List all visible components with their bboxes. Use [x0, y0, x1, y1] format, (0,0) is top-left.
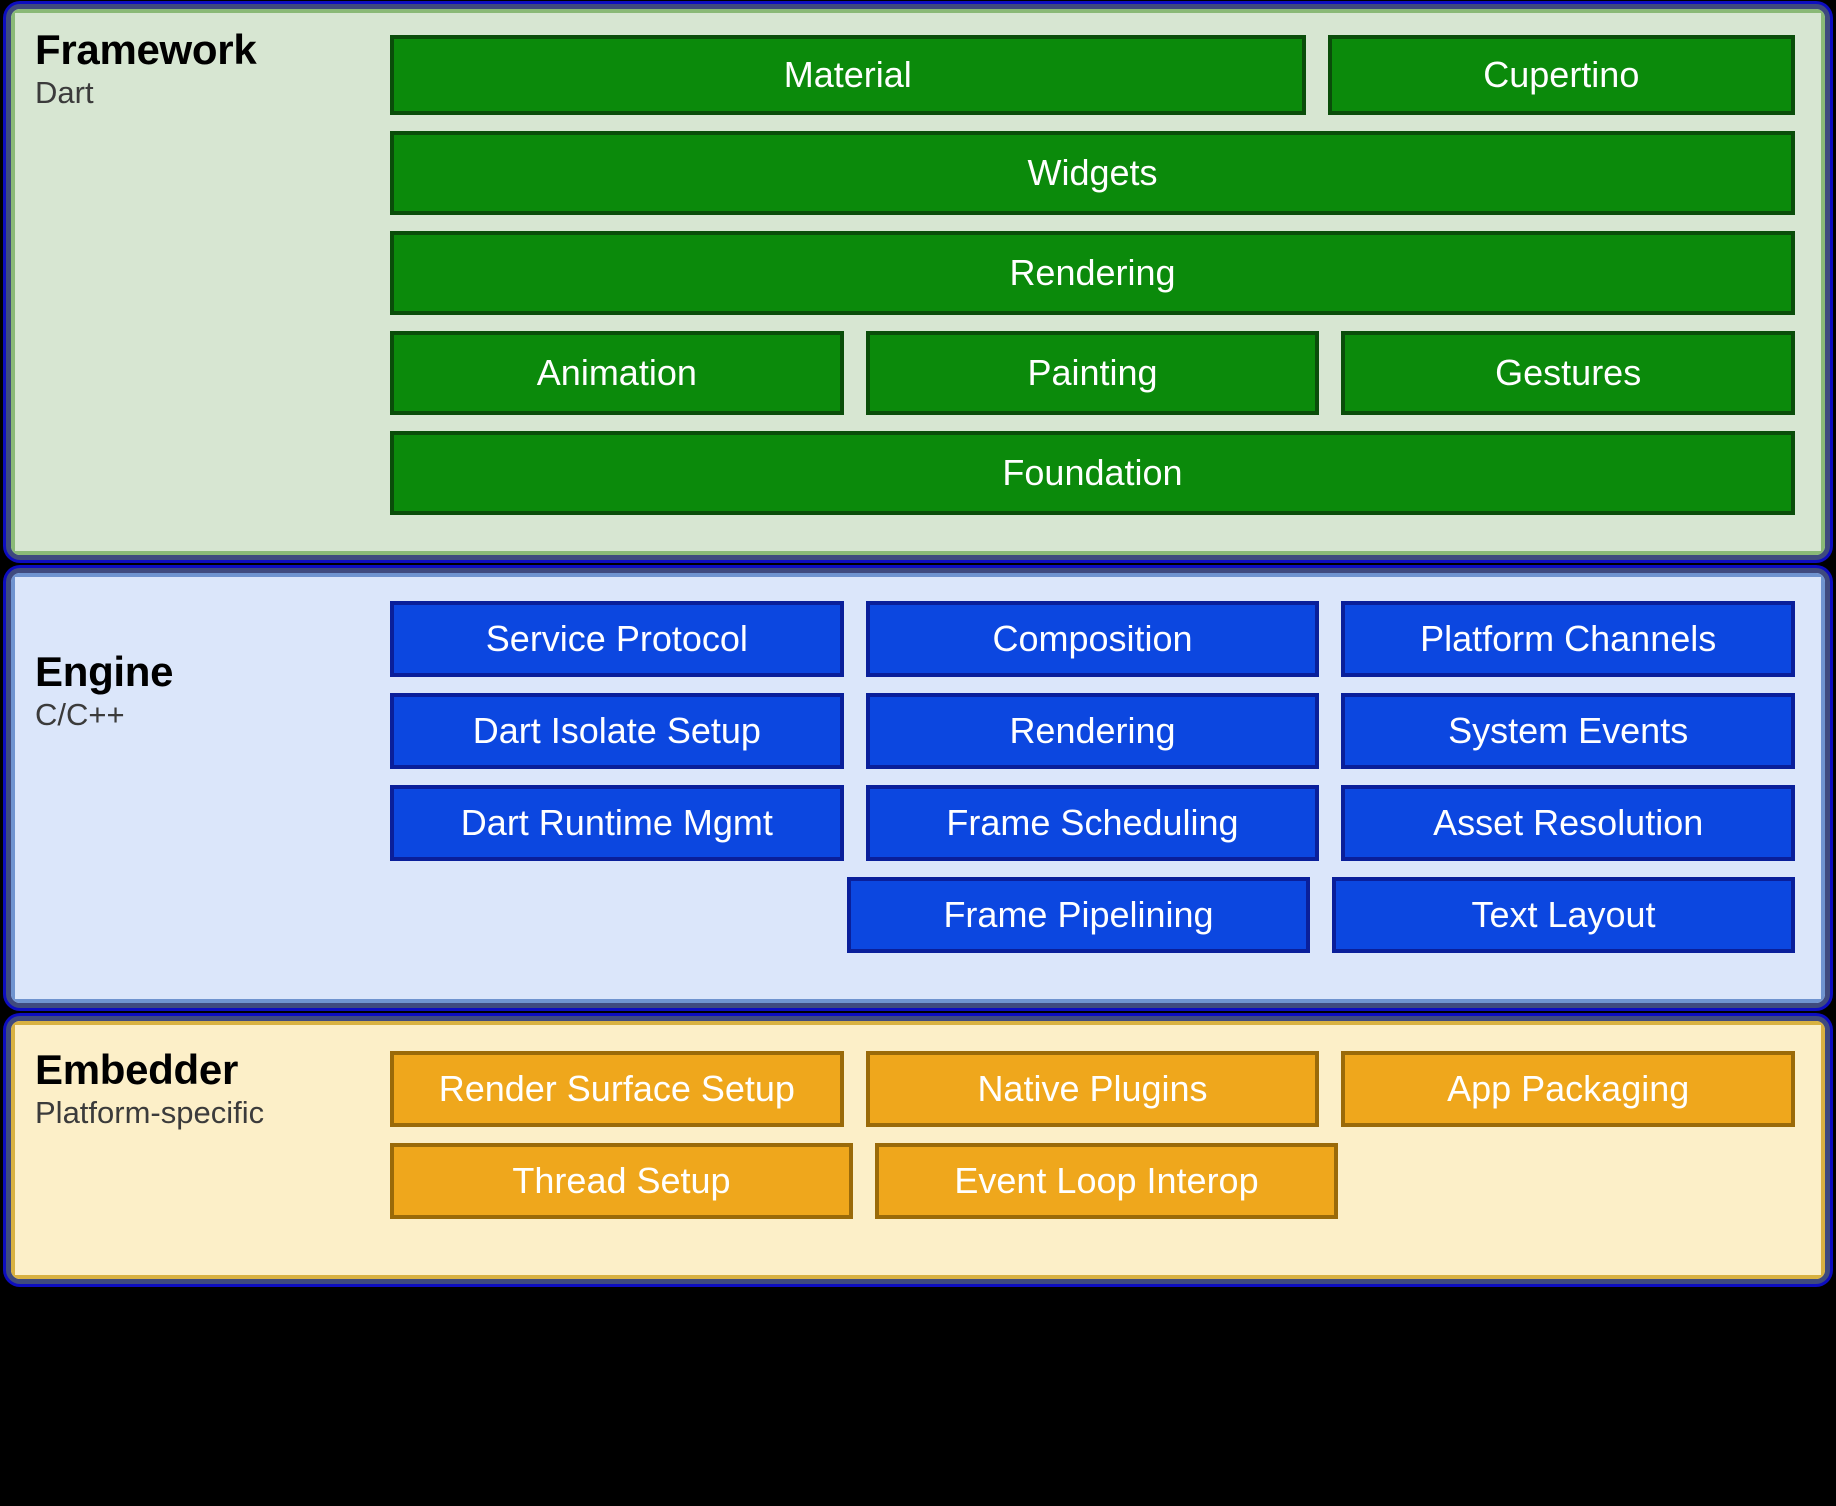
box-painting[interactable]: Painting	[865, 331, 1320, 415]
box-rendering-framework[interactable]: Rendering	[390, 231, 1795, 315]
box-composition[interactable]: Composition	[865, 601, 1320, 677]
embedder-row-2: Thread Setup Event Loop Interop	[390, 1143, 1795, 1219]
layer-panel-embedder: Embedder Platform-specific Render Surfac…	[6, 1016, 1830, 1284]
box-event-loop-interop[interactable]: Event Loop Interop	[875, 1143, 1338, 1219]
engine-row-3: Dart Runtime Mgmt Frame Scheduling Asset…	[390, 785, 1796, 861]
box-service-protocol[interactable]: Service Protocol	[390, 601, 844, 677]
box-render-surface-setup[interactable]: Render Surface Setup	[390, 1051, 844, 1127]
layer-subtitle-engine: C/C++	[35, 696, 125, 732]
box-thread-setup[interactable]: Thread Setup	[390, 1143, 853, 1219]
layer-body-embedder: Render Surface Setup Native Plugins App …	[390, 1025, 1821, 1275]
box-system-events[interactable]: System Events	[1341, 693, 1796, 769]
box-text-layout[interactable]: Text Layout	[1332, 877, 1795, 953]
box-dart-runtime-mgmt[interactable]: Dart Runtime Mgmt	[390, 785, 844, 861]
layer-header-framework: Framework Dart	[15, 13, 390, 551]
framework-row-5: Foundation	[390, 431, 1795, 515]
engine-row-4-spacer	[390, 877, 825, 953]
box-widgets[interactable]: Widgets	[390, 131, 1795, 215]
layer-panel-framework: Framework Dart Material Cupertino Widget…	[6, 4, 1830, 560]
engine-row-1: Service Protocol Composition Platform Ch…	[390, 601, 1796, 677]
layer-body-framework: Material Cupertino Widgets Rendering Ani…	[390, 13, 1821, 551]
framework-row-2: Widgets	[390, 131, 1795, 215]
layer-header-engine: Engine C/C++	[15, 577, 390, 999]
embedder-row-2-spacer	[1360, 1143, 1795, 1219]
box-platform-channels[interactable]: Platform Channels	[1341, 601, 1796, 677]
layer-panel-engine: Engine C/C++ Service Protocol Compositio…	[6, 568, 1830, 1008]
layer-title-framework: Framework	[35, 26, 257, 73]
box-frame-pipelining[interactable]: Frame Pipelining	[847, 877, 1310, 953]
framework-row-1: Material Cupertino	[390, 35, 1795, 115]
box-rendering-engine[interactable]: Rendering	[865, 693, 1320, 769]
box-dart-isolate-setup[interactable]: Dart Isolate Setup	[390, 693, 844, 769]
layer-title-engine: Engine	[35, 648, 174, 695]
box-app-packaging[interactable]: App Packaging	[1341, 1051, 1796, 1127]
box-material[interactable]: Material	[390, 35, 1306, 115]
box-foundation[interactable]: Foundation	[390, 431, 1795, 515]
box-cupertino[interactable]: Cupertino	[1327, 35, 1795, 115]
framework-row-4: Animation Painting Gestures	[390, 331, 1796, 415]
layer-subtitle-framework: Dart	[35, 74, 94, 110]
layer-title-embedder: Embedder	[35, 1046, 238, 1093]
box-native-plugins[interactable]: Native Plugins	[865, 1051, 1320, 1127]
framework-row-3: Rendering	[390, 231, 1795, 315]
layer-header-embedder: Embedder Platform-specific	[15, 1025, 390, 1275]
layer-body-engine: Service Protocol Composition Platform Ch…	[390, 577, 1821, 999]
box-animation[interactable]: Animation	[390, 331, 844, 415]
engine-row-2: Dart Isolate Setup Rendering System Even…	[390, 693, 1796, 769]
embedder-row-1: Render Surface Setup Native Plugins App …	[390, 1051, 1796, 1127]
box-frame-scheduling[interactable]: Frame Scheduling	[865, 785, 1320, 861]
layer-subtitle-embedder: Platform-specific	[35, 1094, 265, 1130]
box-asset-resolution[interactable]: Asset Resolution	[1341, 785, 1796, 861]
box-gestures[interactable]: Gestures	[1341, 331, 1796, 415]
engine-row-4: Frame Pipelining Text Layout	[390, 877, 1795, 953]
